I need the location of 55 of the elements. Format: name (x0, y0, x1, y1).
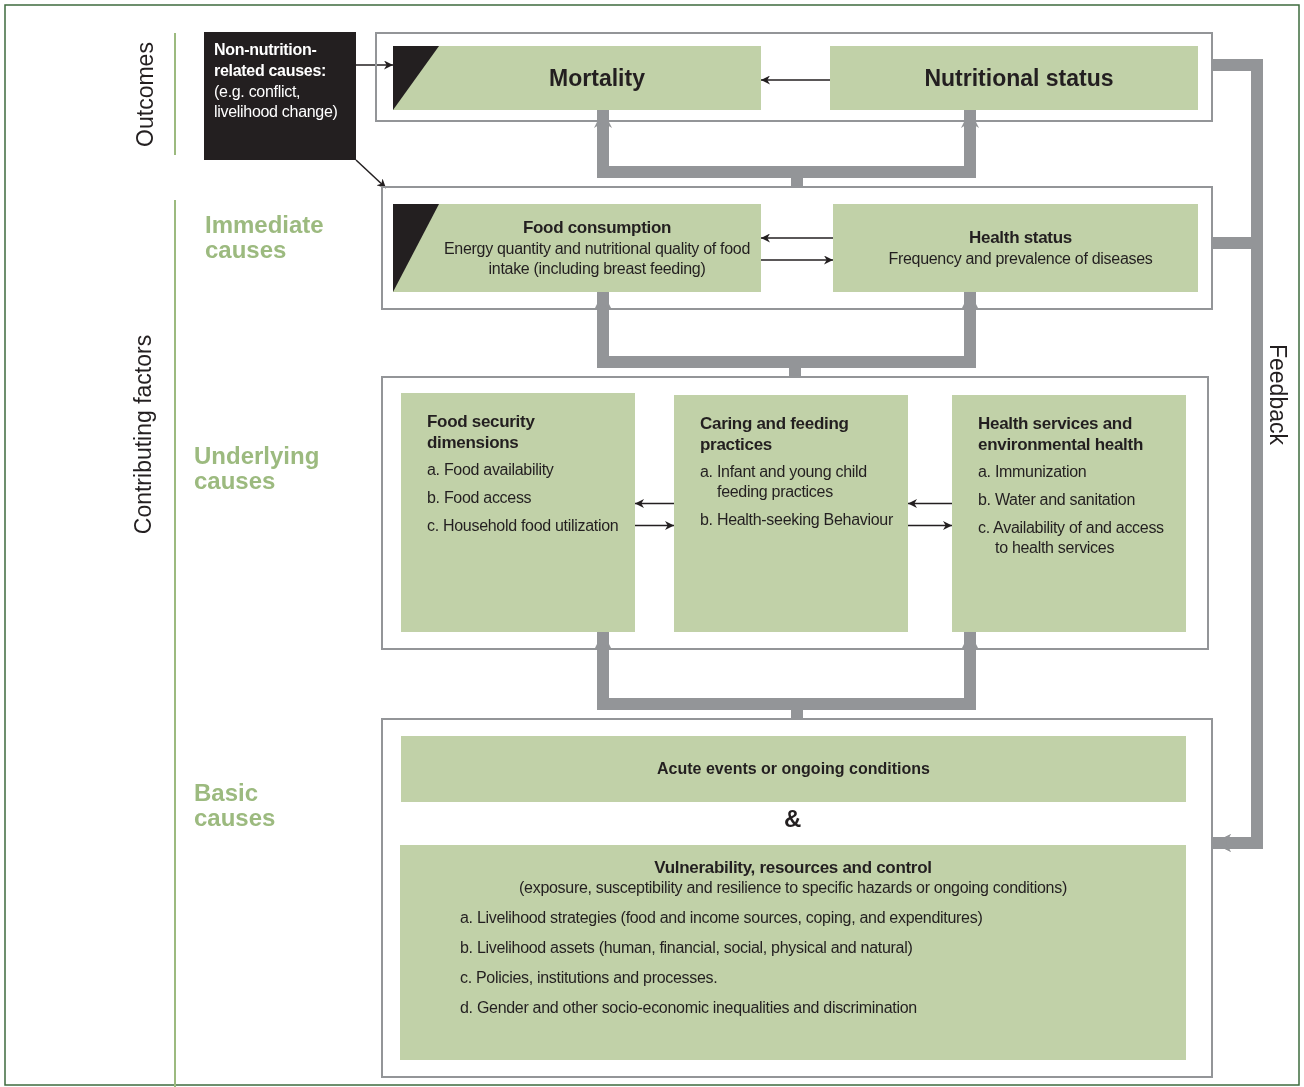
list-item: a. Food availability (427, 459, 555, 480)
body-text: Non-nutrition-related causes: (e.g. conflict, livelihood change) (214, 40, 339, 123)
list-item: d. Gender and other socio-economic inequalities and discrimination (460, 998, 918, 1019)
heading-text: Food consumption (522, 217, 672, 239)
group-frame (381, 718, 1213, 1078)
list-item: c. Policies, institutions and processes. (460, 968, 719, 989)
body-text: Energy quantity and nutritional quality of food intake (including breast feeding) (442, 238, 752, 279)
group-frame (381, 376, 1209, 650)
group-frame (381, 186, 1213, 310)
cause-box (393, 204, 761, 292)
outcome-box (830, 46, 1198, 110)
arrow (760, 75, 831, 85)
cause-box (674, 395, 908, 632)
feedback-label: Feedback (1263, 344, 1291, 445)
list-item: b. Water and sanitation (978, 489, 1137, 510)
heading-text: Caring and feeding practices (700, 413, 850, 456)
arrow (760, 255, 834, 265)
heading-text: Acute events or ongoing conditions (657, 760, 930, 778)
heading-text: Health services and environmental health (978, 413, 1144, 456)
arrow (634, 521, 675, 530)
cause-box (400, 845, 1186, 1060)
level-label: Immediate causes (205, 212, 325, 263)
heading-text: Vulnerability, resources and control (653, 857, 933, 879)
level-label: Outcomes (132, 42, 160, 147)
arrow (355, 60, 394, 70)
heading-text: Nutritional status (924, 64, 1114, 92)
level-label: Contributing factors (130, 334, 158, 535)
cause-box (401, 393, 635, 632)
list-item: b. Livelihood assets (human, financial, social, physical and natural) (460, 938, 914, 959)
level-label: Basic causes (194, 780, 277, 831)
heading-text: Mortality (549, 64, 645, 92)
heading-text: Health status (969, 227, 1072, 249)
cause-box (952, 395, 1186, 632)
cause-box (833, 204, 1198, 292)
arrow (760, 233, 834, 243)
ampersand-text: & (784, 806, 802, 832)
outcome-box (393, 46, 761, 110)
list-item: a. Immunization (978, 461, 1088, 482)
heading-text: Food security dimensions (427, 411, 536, 454)
list-item: b. Health-seeking Behaviour (700, 509, 894, 530)
arrow (634, 499, 675, 508)
body-text: Frequency and prevalence of diseases (888, 248, 1153, 269)
arrow (907, 521, 953, 530)
list-item: c. Household food utilization (427, 515, 620, 536)
list-item: a. Livelihood strategies (food and income sources, coping, and expenditures) (460, 908, 984, 929)
cause-box (204, 32, 356, 160)
level-label: Underlying causes (194, 443, 321, 494)
arrow (907, 499, 953, 508)
arrow (355, 159, 387, 189)
group-frame (375, 32, 1213, 122)
list-item: b. Food access (427, 487, 533, 508)
list-item: a. Infant and young child feeding practices (700, 461, 868, 502)
list-item: c. Availability of and access to health services (978, 517, 1165, 558)
cause-band (401, 736, 1186, 802)
body-text: (exposure, susceptibility and resilience to specific hazards or ongoing conditions) (518, 878, 1068, 899)
